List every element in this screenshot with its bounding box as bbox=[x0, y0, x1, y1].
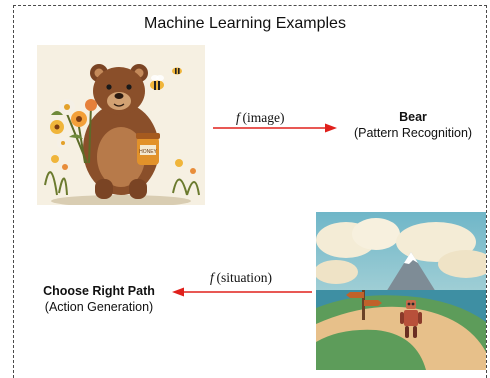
function-symbol: f bbox=[236, 110, 240, 125]
dashed-frame bbox=[13, 5, 487, 378]
output-label: Choose Right Path bbox=[43, 284, 155, 298]
output-description: (Action Generation) bbox=[44, 300, 154, 314]
signpost bbox=[346, 290, 382, 320]
flower-bouquet bbox=[50, 99, 97, 164]
output-path: Choose Right Path (Action Generation) bbox=[24, 283, 174, 315]
robot-path-image bbox=[316, 212, 486, 370]
output-description: (Pattern Recognition) bbox=[353, 126, 473, 140]
bee bbox=[150, 67, 182, 90]
function-symbol: f bbox=[210, 270, 214, 285]
robot bbox=[400, 300, 422, 338]
function-label-situation: f (situation) bbox=[210, 270, 272, 286]
output-bear: Bear (Pattern Recognition) bbox=[340, 109, 486, 141]
function-argument: (situation) bbox=[216, 270, 272, 285]
arrow-situation-to-path bbox=[172, 287, 312, 297]
output-label: Bear bbox=[399, 110, 427, 124]
honey-jar: HONEY bbox=[136, 133, 160, 165]
function-label-image: f (image) bbox=[236, 110, 284, 126]
function-argument: (image) bbox=[242, 110, 285, 125]
ground-flowers bbox=[44, 155, 200, 205]
clouds bbox=[316, 218, 486, 284]
arrow-image-to-bear bbox=[213, 123, 337, 133]
svg-text:HONEY: HONEY bbox=[139, 149, 157, 155]
bear-image: HONEY bbox=[37, 45, 205, 205]
diagram-title: Machine Learning Examples bbox=[144, 15, 346, 32]
